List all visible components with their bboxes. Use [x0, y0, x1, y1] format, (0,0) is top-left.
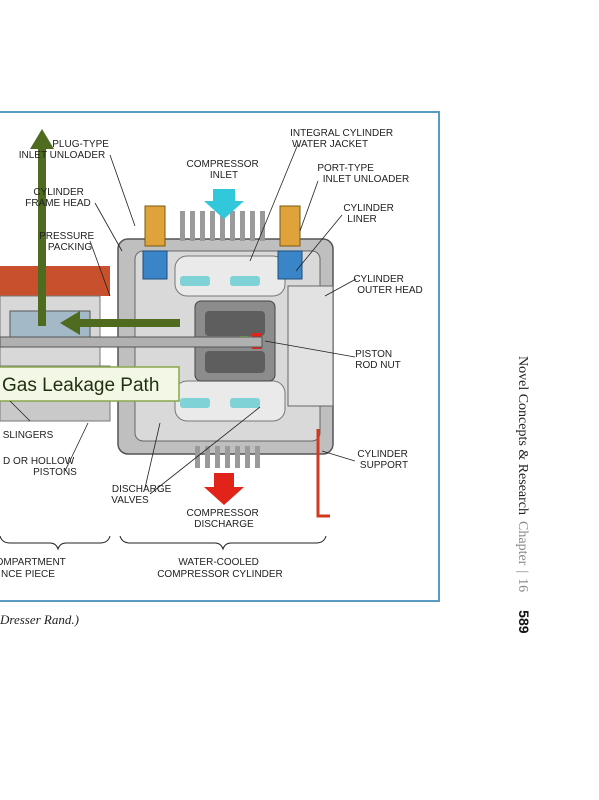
compartment-brace: [0, 535, 111, 551]
cylinder-support-label: CYLINDER SUPPORT: [357, 449, 410, 471]
pressure-packing-label: PRESSURE PACKING: [39, 231, 97, 253]
piston-rod: [0, 336, 263, 348]
compartment-distance-piece-label: OMPARTMENT NCE PIECE: [0, 557, 68, 580]
discharge-valves-label: DISCHARGE VALVES: [111, 484, 174, 506]
compressor-inlet-arrow: [204, 189, 244, 219]
valves: [142, 205, 303, 408]
figure-caption: Dresser Rand.): [0, 612, 79, 627]
water-cooled-compressor-cylinder-label: WATER-COOLED COMPRESSOR CYLINDER: [157, 557, 283, 580]
compressor-cylinder-figure: Gas Leakage Path PLUG-TYPE INLET UNLOADE…: [0, 111, 441, 602]
cylinder-frame-head-label: CYLINDER FRAME HEAD: [25, 187, 91, 209]
slingers-label: SLINGERS: [3, 430, 54, 441]
gas-leakage-path-arrows: [30, 129, 180, 335]
gas-leakage-callout: Gas Leakage Path: [0, 366, 180, 402]
plug-type-inlet-unloader-label: PLUG-TYPE INLET UNLOADER: [19, 139, 112, 161]
cylinder-brace: [119, 535, 327, 551]
running-head: Novel Concepts & ResearchChapter | 16 589: [512, 356, 532, 696]
compressor-inlet-label: COMPRESSOR INLET: [186, 159, 261, 181]
compressor-discharge-label: COMPRESSOR DISCHARGE: [186, 508, 261, 530]
running-head-chapter-number: 16: [515, 578, 530, 593]
gas-leakage-callout-text: Gas Leakage Path: [2, 375, 159, 396]
running-head-title: Novel Concepts & Research: [515, 356, 530, 516]
compressor-discharge-arrow: [204, 473, 244, 505]
page-number: 589: [516, 610, 532, 634]
solid-or-hollow-pistons-label: D OR HOLLOW PISTONS: [3, 456, 77, 478]
leader-lines: [9, 143, 357, 495]
running-head-separator: |: [515, 570, 530, 574]
piston-rod-nut-label: PISTON ROD NUT: [355, 349, 401, 371]
port-type-inlet-unloader-label: PORT-TYPE INLET UNLOADER: [317, 163, 409, 185]
running-head-chapter-label: Chapter: [515, 521, 530, 566]
cylinder-outer-head-label: CYLINDER OUTER HEAD: [353, 274, 422, 296]
integral-cylinder-water-jacket-label: INTEGRAL CYLINDER WATER JACKET: [290, 128, 396, 150]
cylinder-support: [316, 429, 330, 518]
cylinder-liner-label: CYLINDER LINER: [343, 203, 396, 225]
